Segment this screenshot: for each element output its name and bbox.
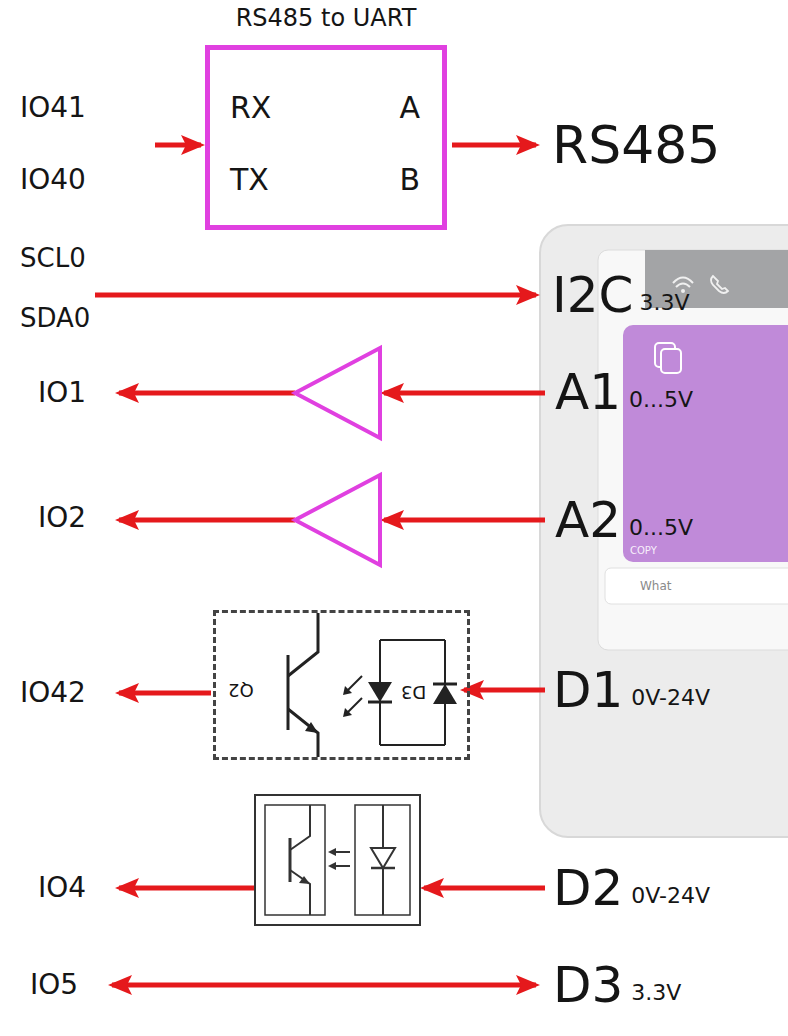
screen-text: COPY (630, 546, 657, 556)
signal-arrow (119, 391, 295, 396)
pin-name: IO5 (30, 971, 78, 999)
port-name: A2 (555, 495, 621, 545)
light-arrow (334, 851, 350, 853)
wifi-icon (673, 278, 693, 288)
optocoupler-housing (355, 805, 410, 915)
pin-name: IO40 (20, 166, 86, 194)
panel-housing (540, 225, 788, 837)
optocoupler-symbol (255, 795, 420, 925)
buffer-symbol (295, 348, 380, 438)
transistor-symbol (287, 655, 290, 730)
port-name: D3 (553, 960, 623, 1010)
part-name: D3 (401, 683, 426, 701)
signal-arrow (112, 983, 536, 988)
port-name: I2C (552, 270, 633, 320)
light-arrow (328, 848, 336, 856)
transistor-symbol (288, 613, 318, 676)
light-arrow (343, 686, 352, 695)
pin-name: IO2 (38, 504, 86, 532)
optocoupler-box: Q2 D3 (213, 610, 470, 760)
diode-wire (382, 805, 384, 848)
signal-arrows (95, 145, 545, 985)
signal-arrow (452, 143, 536, 148)
transistor-symbol (290, 870, 310, 915)
voltage-range: 0V-24V (631, 885, 710, 907)
transistor-symbol (289, 838, 292, 882)
voltage-level: 3.3V (631, 982, 681, 1004)
pin-name: IO1 (38, 379, 86, 407)
device-panel (540, 225, 788, 837)
pin-name: A (399, 93, 420, 123)
diode-symbol (433, 684, 457, 704)
voltage-range: 0...5V (629, 517, 693, 539)
signal-arrow (384, 518, 545, 523)
port-name: D1 (553, 665, 623, 715)
transistor-symbol (299, 876, 310, 884)
port-name: RS485 (552, 119, 720, 171)
transistor-symbol (288, 709, 318, 757)
phone-icon (711, 276, 728, 293)
diode-wire (382, 868, 384, 915)
signal-arrow (119, 691, 211, 696)
optocoupler-symbol (288, 613, 457, 757)
pin-name: RX (230, 93, 271, 123)
signal-arrow (424, 886, 545, 891)
light-arrow (328, 862, 336, 870)
voltage-level: 3.3V (639, 292, 689, 314)
optocoupler-housing (265, 805, 325, 915)
signal-arrow (119, 518, 295, 523)
light-arrow (334, 865, 350, 867)
led-symbol (368, 682, 392, 702)
signal-arrow (95, 293, 536, 298)
signal-arrow (464, 688, 545, 693)
screen-text: What (640, 580, 672, 592)
voltage-range: 0...5V (629, 389, 693, 411)
pin-name: B (399, 165, 420, 195)
part-name: Q2 (228, 681, 254, 699)
copy-icon (661, 349, 681, 373)
pin-name: IO41 (20, 94, 86, 122)
box-title: RS485 to UART (236, 6, 417, 30)
signal-arrow (384, 391, 545, 396)
input-bar (605, 568, 788, 604)
pin-name: IO4 (38, 874, 86, 902)
pin-name: TX (230, 165, 269, 195)
screen-card (623, 325, 788, 562)
buffer-symbol (295, 475, 380, 565)
signal-arrow (119, 886, 254, 891)
transistor-symbol (290, 805, 310, 850)
light-arrow (343, 708, 352, 717)
transistor-symbol (305, 722, 318, 733)
optocoupler-housing (255, 795, 420, 925)
diode-wire (380, 639, 445, 641)
converter-box: RS485 to UARTRXATXB (205, 45, 447, 230)
diode-wire (380, 744, 445, 746)
led-symbol (371, 848, 395, 868)
pin-name: SDA0 (20, 305, 90, 331)
port-name: A1 (555, 367, 621, 417)
pin-name: IO42 (20, 679, 86, 707)
signal-arrow (155, 143, 201, 148)
port-name: D2 (553, 863, 623, 913)
voltage-range: 0V-24V (631, 687, 710, 709)
pin-name: SCL0 (20, 245, 86, 271)
